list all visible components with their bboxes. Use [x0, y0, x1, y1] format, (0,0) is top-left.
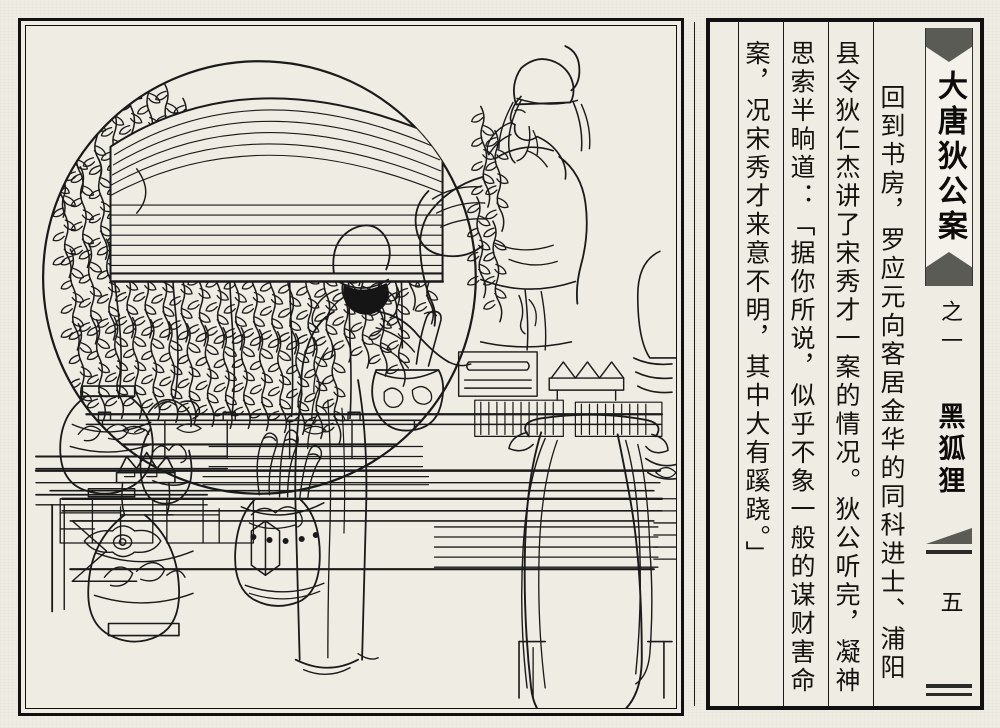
series-number: 之一: [937, 300, 962, 358]
brush-pot: [371, 310, 445, 432]
desk-cloud-medallion: [83, 525, 162, 558]
desk-objects: [202, 250, 676, 486]
text-column-2-text: 县令狄仁杰讲了宋秀才一案的情况。狄公听完，凝神: [832, 40, 861, 696]
text-column-1: 回到书房，罗应元向客居金华的同科进士、浦阳: [873, 22, 918, 706]
scholar-figure-back-view: [294, 224, 472, 676]
title-column: 大唐狄公案 之一 黑狐狸 五: [918, 22, 980, 706]
text-panel: 大唐狄公案 之一 黑狐狸 五 回到书房，罗应元向客居金华的同科进士、浦阳 县令狄…: [694, 18, 984, 710]
illustration-frame-inner: [25, 25, 677, 709]
text-column-5-blank: [694, 22, 738, 706]
footer-rules: [926, 684, 972, 696]
text-column-3-text: 思索半晌道：「据你所说，似乎不象一般的谋财害命: [787, 40, 816, 696]
text-column-3: 思索半晌道：「据你所说，似乎不象一般的谋财害命: [783, 22, 828, 706]
story-subtitle: 黑狐狸: [933, 402, 965, 498]
illustration-panel: [18, 18, 684, 716]
scroll-jar: [234, 429, 325, 607]
porcelain-ewer: [139, 398, 201, 505]
floor-vase-decorated: [87, 451, 194, 643]
vertical-text-columns: 大唐狄公案 之一 黑狐狸 五 回到书房，罗应元向客居金华的同科进士、浦阳 县令狄…: [694, 22, 980, 706]
desk-hex-boss: [250, 520, 281, 576]
text-column-4: 案，况宋秀才来意不明，其中大有蹊跷。」: [738, 22, 783, 706]
text-column-4-text: 案，况宋秀才来意不明，其中大有蹊跷。」: [742, 40, 771, 569]
round-moon-window: [41, 60, 477, 495]
cartouche-top-band: [926, 28, 972, 62]
back-wall-shelf: [34, 469, 662, 544]
title-cartouche: 大唐狄公案: [925, 28, 973, 286]
text-column-1-text: 回到书房，罗应元向客居金华的同科进士、浦阳: [877, 84, 906, 683]
brush-rest: [548, 361, 625, 401]
draped-armchair: [508, 413, 676, 708]
bamboo-blind: [109, 97, 444, 283]
official-figure-standing: [414, 45, 591, 351]
decorative-wedge: [926, 528, 972, 554]
page-number: 五: [936, 590, 962, 613]
text-column-2: 县令狄仁杰讲了宋秀才一案的情况。狄公听完，凝神: [828, 22, 873, 706]
illustration-artwork: [34, 45, 676, 708]
inkstone: [457, 351, 538, 397]
book-title: 大唐狄公案: [932, 69, 967, 245]
cartouche-bottom-band: [926, 252, 972, 286]
lidded-jar-right: [632, 250, 676, 480]
writing-desk: [61, 413, 664, 576]
